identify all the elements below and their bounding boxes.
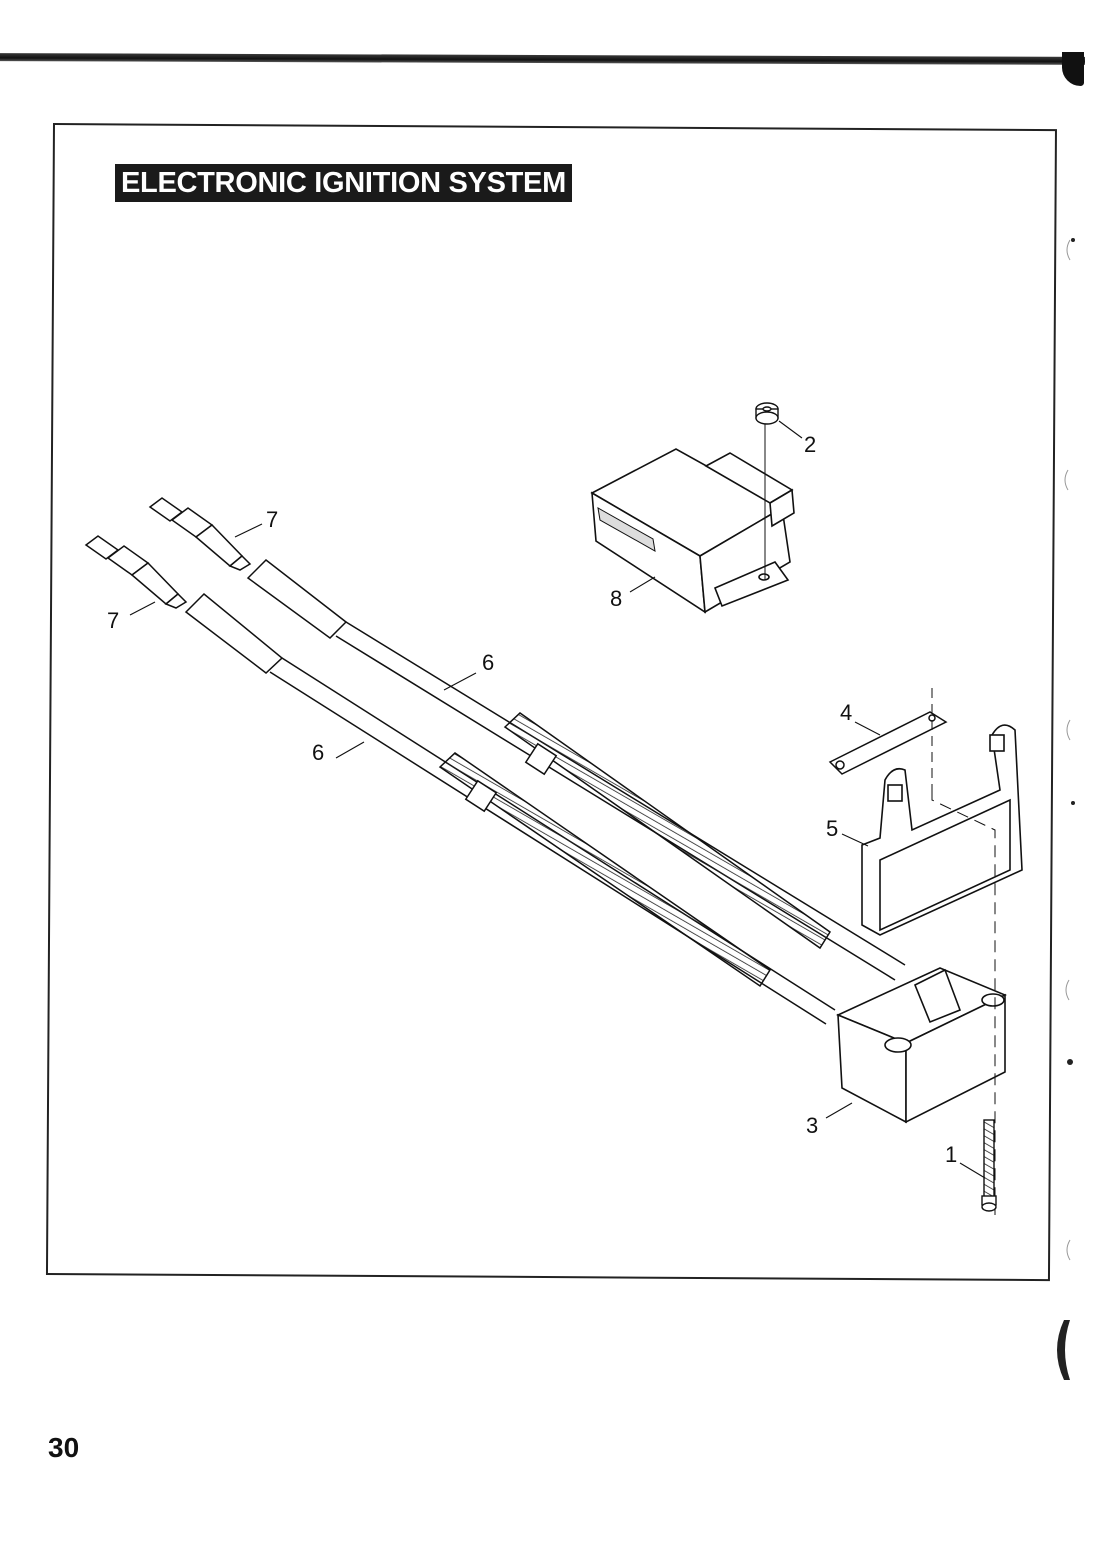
callout-7-upper: 7 bbox=[266, 507, 278, 532]
spark-plug-cable-lower bbox=[184, 592, 836, 1025]
binding-edge-marks bbox=[1057, 238, 1075, 1380]
mounting-bolt-part bbox=[981, 1119, 997, 1212]
page-number: 30 bbox=[48, 1432, 80, 1463]
callout-1: 1 bbox=[945, 1142, 957, 1167]
callout-3: 3 bbox=[806, 1113, 818, 1138]
mounting-bracket-part bbox=[861, 724, 1023, 936]
spark-plug-cable-upper bbox=[246, 559, 906, 981]
callout-4: 4 bbox=[840, 700, 852, 725]
spark-plug-lower bbox=[84, 535, 188, 609]
callout-5: 5 bbox=[826, 816, 838, 841]
ignition-module-part bbox=[590, 448, 795, 614]
retaining-strap-part bbox=[828, 711, 948, 775]
callout-8: 8 bbox=[610, 586, 622, 611]
callout-leader-lines bbox=[129, 420, 986, 1179]
bracket-mounting-axis bbox=[931, 790, 996, 1215]
callout-6-lower: 6 bbox=[312, 740, 324, 765]
mounting-nut-part bbox=[755, 402, 779, 425]
callout-2: 2 bbox=[804, 432, 816, 457]
header-rule-end bbox=[1062, 52, 1084, 86]
callout-7-lower: 7 bbox=[107, 608, 119, 633]
callout-6-upper: 6 bbox=[482, 650, 494, 675]
ignition-coil-part bbox=[835, 967, 1007, 1124]
spark-plug-upper bbox=[148, 497, 252, 571]
page-title: ELECTRONIC IGNITION SYSTEM bbox=[115, 164, 572, 202]
